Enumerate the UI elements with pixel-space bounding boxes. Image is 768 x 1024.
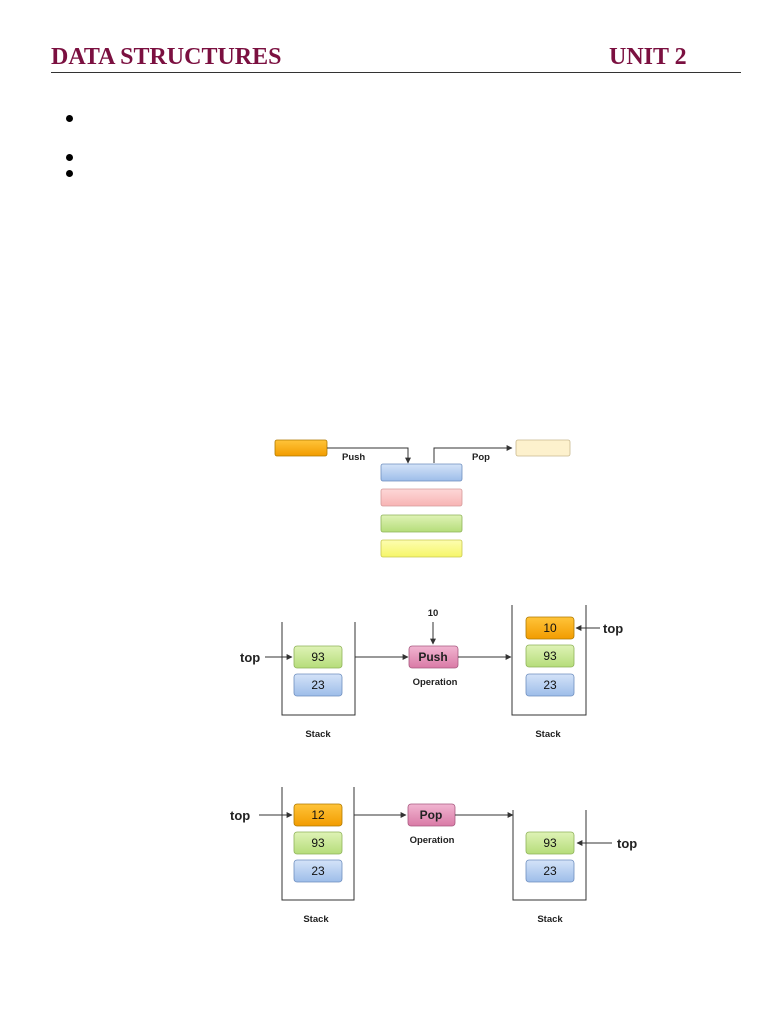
push-pop-overview-diagram: Push Pop bbox=[274, 439, 571, 558]
right-stack-caption: Stack bbox=[535, 729, 561, 740]
left-stack-caption: Stack bbox=[303, 914, 329, 925]
stack-item-value: 23 bbox=[543, 864, 557, 878]
header-divider bbox=[51, 72, 741, 73]
stack-item bbox=[293, 673, 343, 697]
bullet-point-2 bbox=[66, 154, 73, 161]
stack-block-top bbox=[380, 463, 463, 482]
stack-item bbox=[293, 831, 343, 855]
left-stack-caption: Stack bbox=[305, 729, 331, 740]
stack-item-value: 12 bbox=[311, 808, 325, 822]
push-operation-label: Push bbox=[418, 650, 447, 664]
bullet-point-1 bbox=[66, 115, 73, 122]
page-header: DATA STRUCTURES UNIT 2 bbox=[51, 44, 741, 74]
document-title: DATA STRUCTURES bbox=[51, 44, 282, 70]
right-stack-container bbox=[511, 605, 587, 716]
stack-item bbox=[525, 831, 575, 855]
stack-item bbox=[293, 645, 343, 669]
stack-item bbox=[525, 644, 575, 668]
stack-item-value: 93 bbox=[311, 836, 325, 850]
stack-block-2 bbox=[380, 488, 463, 507]
right-top-label: top bbox=[603, 621, 623, 636]
pop-operation-diagram: top 12 93 23 Stack Pop Operation 93 23 t… bbox=[230, 787, 637, 925]
stack-item-value: 93 bbox=[311, 650, 325, 664]
stack-item bbox=[525, 616, 575, 640]
stack-item bbox=[293, 803, 343, 827]
stack-item-value: 23 bbox=[311, 864, 325, 878]
stack-item-value: 93 bbox=[543, 836, 557, 850]
stack-item-value: 10 bbox=[543, 621, 557, 635]
popped-element-block bbox=[515, 439, 571, 457]
left-stack-container bbox=[281, 622, 356, 716]
incoming-value: 10 bbox=[428, 608, 439, 619]
stack-item-value: 93 bbox=[543, 649, 557, 663]
left-stack-container bbox=[281, 787, 355, 901]
operation-caption: Operation bbox=[413, 677, 458, 688]
stack-item-value: 23 bbox=[543, 678, 557, 692]
bullet-point-3 bbox=[66, 170, 73, 177]
push-label: Push bbox=[342, 452, 365, 463]
unit-label: UNIT 2 bbox=[609, 44, 687, 70]
stack-item-value: 23 bbox=[311, 678, 325, 692]
pop-arrow bbox=[433, 445, 513, 463]
operation-caption: Operation bbox=[410, 835, 455, 846]
stack-item bbox=[525, 673, 575, 697]
stack-item bbox=[293, 859, 343, 883]
right-stack-caption: Stack bbox=[537, 914, 563, 925]
left-top-label: top bbox=[240, 650, 260, 665]
pushed-element-block bbox=[274, 439, 328, 457]
right-top-label: top bbox=[617, 836, 637, 851]
push-arrow bbox=[327, 447, 411, 464]
left-top-label: top bbox=[230, 808, 250, 823]
pop-operation-label: Pop bbox=[420, 808, 443, 822]
stack-block-3 bbox=[380, 514, 463, 533]
stack-block-bottom bbox=[380, 539, 463, 558]
stack-item bbox=[525, 859, 575, 883]
right-stack-container bbox=[512, 810, 587, 901]
push-operation-diagram: top 93 23 Stack 10 Push Operation 10 93 … bbox=[240, 605, 623, 740]
pop-label: Pop bbox=[472, 452, 490, 463]
